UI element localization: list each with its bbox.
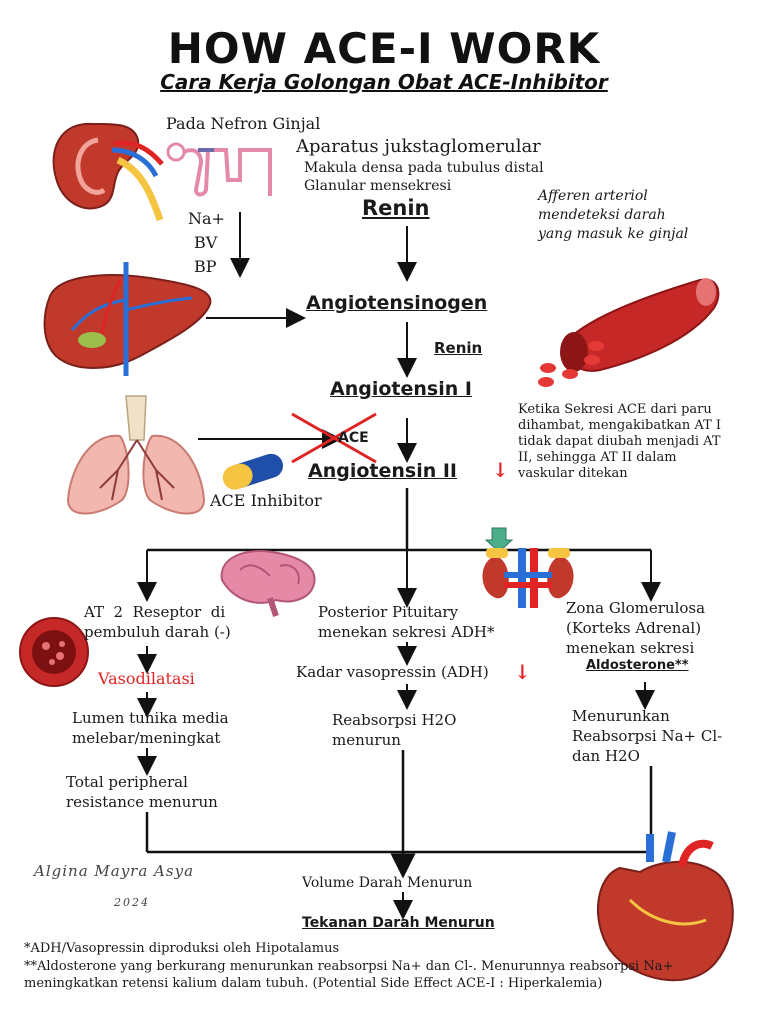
reduce-3: dan H2O (572, 747, 640, 765)
lumen-1: Lumen tunika media (72, 709, 229, 727)
signature-year: 2024 (114, 896, 150, 909)
reduce-1: Menurunkan (572, 707, 670, 725)
angiotensin-2: Angiotensin II (308, 460, 457, 482)
ace-note-2: dihambat, mengakibatkan AT I (518, 418, 722, 433)
tpr-1: Total peripheral (66, 773, 188, 791)
vasodilatasi-label: Vasodilatasi (98, 669, 195, 688)
angiotensin-1: Angiotensin I (330, 378, 472, 400)
zona-1: Zona Glomerulosa (566, 599, 706, 617)
page-title: HOW ACE-I WORK (167, 24, 601, 73)
kidney-location: Pada Nefron Ginjal (166, 114, 321, 133)
reduce-2: Reabsorpsi Na+ Cl- (572, 727, 723, 745)
renin-1: Renin (362, 196, 430, 220)
macula-label: Makula densa pada tubulus distal (304, 160, 544, 176)
afferent-note-3: yang masuk ke ginjal (538, 226, 689, 242)
ace-inhibitor-label: ACE Inhibitor (210, 491, 322, 510)
angiotensin-2-down-arrow: ↓ (492, 458, 509, 482)
apparatus-label: Aparatus jukstaglomerular (296, 136, 541, 157)
zona-2: (Korteks Adrenal) (566, 619, 702, 637)
at2-receptor-1: AT 2 Reseptor di (84, 603, 226, 621)
ace-note-5: vaskular ditekan (518, 466, 628, 481)
reabsorption-2: menurun (332, 731, 401, 749)
ace-note-1: Ketika Sekresi ACE dari paru (518, 402, 712, 417)
page-subtitle: Cara Kerja Golongan Obat ACE-Inhibitor (160, 70, 608, 94)
bp-label: BP (194, 257, 217, 276)
zona-3: menekan sekresi (566, 639, 695, 657)
reabsorption-1: Reabsorpsi H2O (332, 711, 457, 729)
at2-receptor-2: pembuluh darah (-) (84, 623, 231, 641)
footnote-1: *ADH/Vasopressin diproduksi oleh Hipotal… (24, 941, 340, 956)
renin-2: Renin (434, 339, 483, 357)
volume-label: Volume Darah Menurun (302, 875, 473, 891)
pituitary-2: menekan sekresi ADH* (318, 623, 495, 641)
glanular-label: Glanular mensekresi (304, 178, 452, 194)
ace-note-3: tidak dapat diubah menjadi AT (518, 434, 721, 449)
afferent-note-1: Afferen arteriol (538, 188, 648, 204)
afferent-note-2: mendeteksi darah (538, 207, 666, 223)
lumen-2: melebar/meningkat (72, 729, 221, 747)
angiotensinogen: Angiotensinogen (306, 292, 488, 314)
pressure-label: Tekanan Darah Menurun (302, 915, 495, 931)
bv-label: BV (194, 233, 218, 252)
na-label: Na+ (188, 209, 225, 228)
aldosterone-label: Aldosterone** (586, 658, 689, 673)
pituitary-1: Posterior Pituitary (318, 603, 459, 621)
vasopressin-down-arrow: ↓ (514, 660, 531, 684)
signature-name: Algina Mayra Asya (34, 862, 195, 880)
ace-label: ACE (338, 430, 369, 446)
footnote-2: **Aldosterone yang berkurang menurunkan … (24, 959, 674, 991)
ace-note-4: II, sehingga AT II dalam (518, 450, 677, 465)
vasopressin-label: Kadar vasopressin (ADH) (296, 663, 489, 681)
tpr-2: resistance menurun (66, 793, 218, 811)
